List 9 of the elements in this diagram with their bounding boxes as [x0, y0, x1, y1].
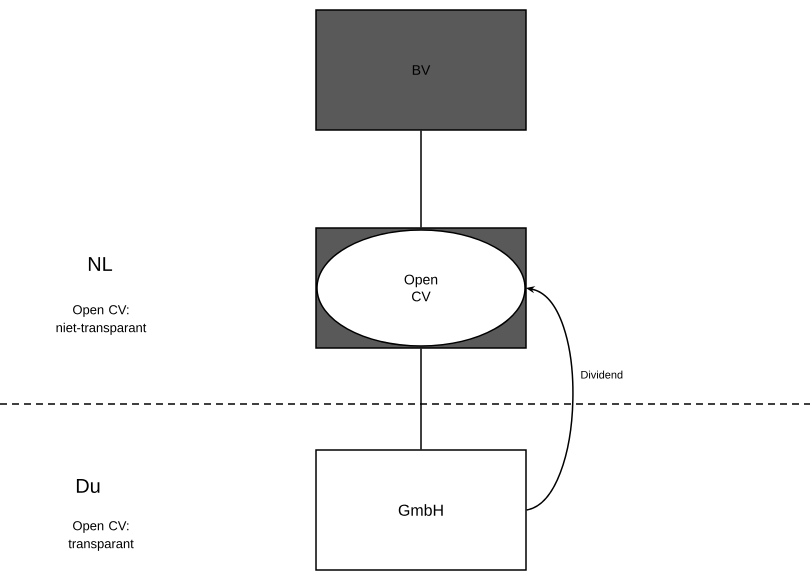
connector-line [420, 348, 422, 450]
note-text: Open CV: niet-transparant [56, 305, 146, 335]
entity-box: BV [315, 9, 527, 131]
connector-line [420, 130, 422, 228]
note-text: Open CV: transparant [68, 521, 134, 551]
region-label: NL [88, 257, 112, 271]
region-label: Du [76, 479, 100, 493]
entity-box: GmbH [315, 449, 527, 571]
edge-label: Dividend [579, 370, 624, 380]
